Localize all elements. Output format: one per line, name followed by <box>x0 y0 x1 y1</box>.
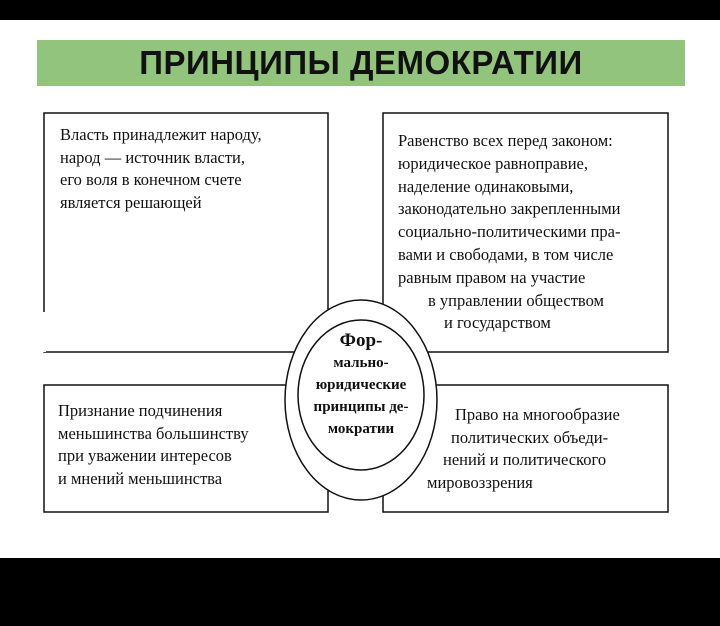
box-top-left-frame <box>43 112 329 353</box>
box-top-right: Равенство всех перед законом: юридическо… <box>398 131 621 333</box>
box-bottom-left: Признание подчинения меньшинства большин… <box>58 401 249 488</box>
bottom-black-bar <box>0 558 720 626</box>
center-label: Фор- мально- юридические принципы де- мо… <box>313 330 409 437</box>
slide-title: ПРИНЦИПЫ ДЕМОКРАТИИ <box>37 40 685 86</box>
box-bottom-left-frame <box>43 384 329 513</box>
inner-ellipse <box>297 319 425 471</box>
top-black-bar <box>0 0 720 20</box>
box-top-left: Власть принадлежит народу, народ — источ… <box>60 125 262 212</box>
box-bottom-right: Право на многообразие политических объед… <box>427 405 620 492</box>
box-top-right-frame <box>382 112 669 353</box>
